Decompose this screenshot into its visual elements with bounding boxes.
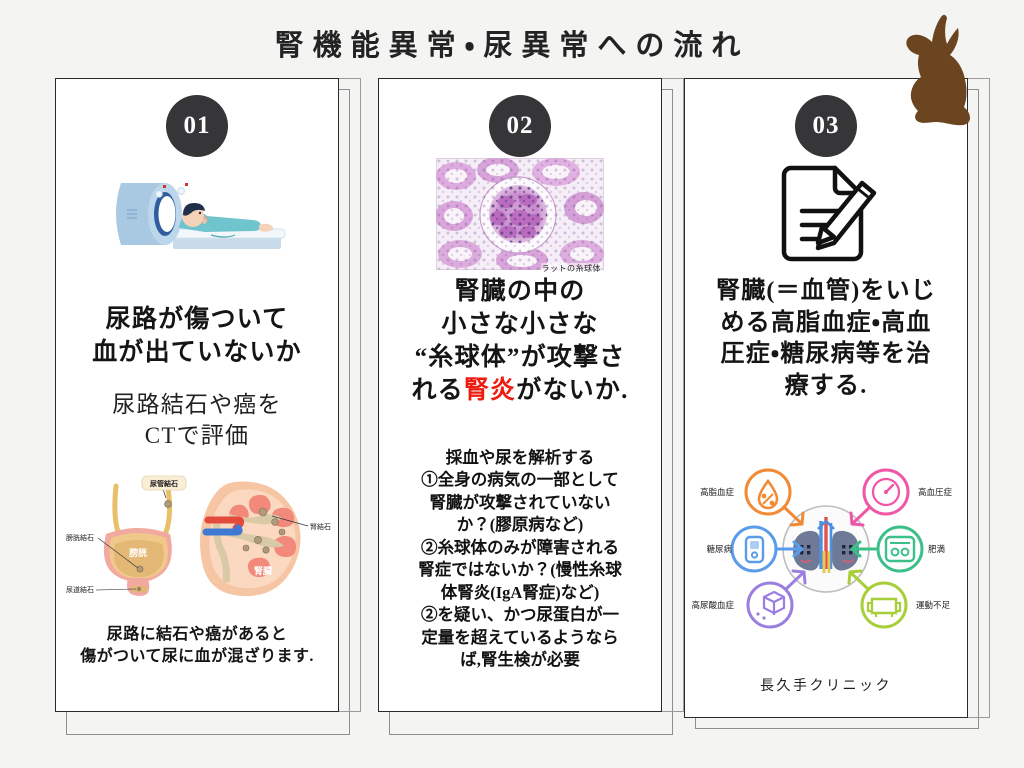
risk-label-lack-of-exercise: 運動不足: [916, 600, 951, 610]
step-badge-02: 02: [489, 95, 551, 157]
ct-scanner-illustration: [56, 165, 338, 261]
risk-label-hyperuricemia: 高尿酸血症: [691, 600, 734, 610]
heading-prefix: れる: [411, 377, 464, 404]
label-bladder-stone: 膀胱結石: [66, 533, 94, 542]
body-line: ①全身の病気の一部として: [421, 470, 619, 490]
clinic-name: 長久手クリニック: [760, 679, 892, 694]
body-line: ②糸球体のみが障害される: [421, 537, 619, 557]
card-stack-3: 03 腎臓(＝血管)をいじ める高脂血症・高血: [684, 78, 990, 729]
card-1-heading-line-2: 血が出ていないか: [92, 339, 302, 366]
page-title: 腎機能異常・尿異常への流れ: [274, 30, 750, 62]
step-badge-03: 03: [795, 95, 857, 157]
card-2-heading-line-2: 小さな小さな: [441, 311, 599, 338]
risk-label-hyperlipidemia: 高脂血症: [700, 487, 735, 497]
body-line: か？(膠原病など): [456, 515, 584, 535]
label-kidney: 腎臓: [254, 565, 272, 576]
card-2-body: 採血や尿を解析する ①全身の病気の一部として 腎臓が攻撃されていない か？(膠原…: [387, 447, 653, 671]
keyword-nephritis: 腎炎: [463, 377, 517, 404]
glomerulus-micrograph: ラットの糸球体: [379, 157, 661, 274]
card-stack-1: 01: [55, 78, 361, 735]
body-line: 体腎炎(IgA腎症)など): [440, 582, 600, 602]
label-ureteral-stone: 尿管結石: [150, 479, 178, 488]
heading-suffix: がないか.: [516, 377, 629, 404]
risk-label-diabetes: 糖尿病: [706, 544, 732, 554]
body-line: 定量を超えているようなら: [421, 627, 619, 647]
body-line: ば,腎生検が必要: [460, 649, 580, 669]
body-line: 腎臓が攻撃されていない: [429, 492, 611, 512]
card-2-heading-line-3: “糸球体”が攻撃さ: [414, 344, 626, 371]
step-badge-01: 01: [166, 95, 228, 157]
label-urethral-stone: 尿道結石: [66, 585, 94, 594]
card-3[interactable]: 03 腎臓(＝血管)をいじ める高脂血症・高血: [684, 78, 968, 718]
card-1[interactable]: 01: [55, 78, 339, 712]
card-3-heading: 腎臓(＝血管)をいじ める高脂血症・高血 圧症・糖尿病等を治 療する.: [685, 276, 967, 403]
card-2-heading-line-4: れる腎炎がないか.: [379, 374, 661, 407]
card-1-caption: 尿路に結石や癌があると 傷がついて尿に血が混ざります.: [56, 624, 338, 669]
card-1-subheading: 尿路結石や癌を CTで評価: [56, 389, 338, 451]
body-line: 腎症ではないか？(慢性糸球: [418, 560, 622, 580]
card-1-heading: 尿路が傷ついて 血が出ていないか: [56, 303, 338, 369]
card-2[interactable]: 02: [378, 78, 662, 712]
label-kidney-stone: 腎結石: [310, 522, 331, 531]
card-3-heading-line-3: 圧症・糖尿病等を治: [720, 341, 932, 368]
card-2-heading-line-1: 腎臓の中の: [454, 278, 586, 305]
rabbit-silhouette-icon: [906, 14, 970, 126]
label-bladder: 膀胱: [128, 547, 147, 558]
risk-label-obesity: 肥満: [928, 544, 946, 554]
body-line: ②を疑い、かつ尿蛋白が一: [421, 605, 619, 625]
card-2-heading: 腎臓の中の 小さな小さな “糸球体”が攻撃さ れる腎炎がないか.: [379, 275, 661, 407]
card-stack-2: 02: [378, 78, 684, 735]
card-3-heading-line-4: 療する.: [784, 373, 868, 400]
document-pencil-icon: [685, 159, 967, 269]
card-1-heading-line-1: 尿路が傷ついて: [105, 306, 289, 333]
card-1-subheading-line-1: 尿路結石や癌を: [112, 392, 282, 417]
card-1-caption-line-2: 傷がついて尿に血が混ざります.: [80, 648, 314, 666]
urinary-stone-diagram: 尿管結石 膀胱結石 尿道結石 腎結石 膀胱 腎臓: [56, 474, 338, 604]
risk-label-hypertension: 高血圧症: [918, 487, 953, 497]
card-3-heading-line-2: める高脂血症・高血: [720, 309, 932, 336]
card-1-subheading-line-2: CTで評価: [144, 423, 250, 449]
card-1-caption-line-1: 尿路に結石や癌があると: [106, 626, 288, 643]
kidney-risk-factor-diagram: 高脂血症 糖尿病 高尿酸血症: [685, 459, 967, 639]
card-3-heading-line-1: 腎臓(＝血管)をいじ: [716, 278, 936, 304]
micrograph-caption: ラットの糸球体: [540, 263, 602, 274]
body-line: 採血や尿を解析する: [445, 448, 595, 467]
